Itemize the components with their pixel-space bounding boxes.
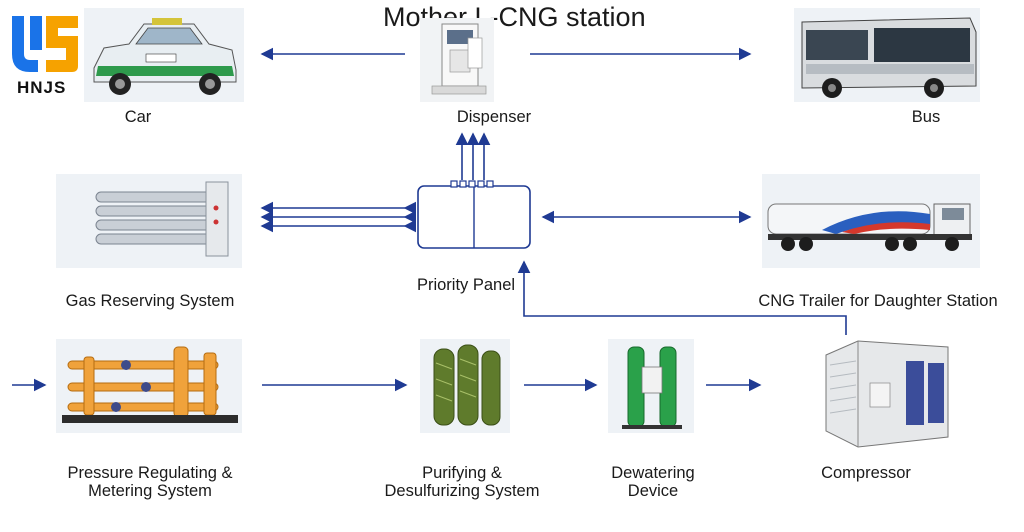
label-dewatering: Dewatering Device (593, 464, 713, 500)
label-pressure-line1: Pressure Regulating & (67, 464, 233, 482)
label-dewatering-line1: Dewatering (611, 464, 695, 482)
trailer-image (762, 174, 980, 268)
bus-image (794, 8, 980, 102)
pressure-skid-image (56, 339, 242, 433)
hnjs-logo (6, 10, 86, 100)
label-dewatering-line2: Device (627, 482, 679, 500)
label-compressor: Compressor (821, 464, 911, 482)
logo-text: HNJS (17, 78, 67, 97)
car-image (84, 8, 244, 102)
purifier-image (420, 339, 510, 433)
priority-panel-box (417, 180, 531, 249)
label-gas-reserving: Gas Reserving System (65, 292, 235, 310)
dewatering-image (608, 339, 694, 433)
label-bus: Bus (911, 108, 941, 126)
gas-tubes-image (56, 174, 242, 268)
label-pressure-regulating: Pressure Regulating & Metering System (40, 464, 260, 500)
label-purifying: Purifying & Desulfurizing System (364, 464, 560, 500)
label-purifying-line1: Purifying & (422, 464, 502, 482)
label-dispenser: Dispenser (456, 108, 532, 126)
label-priority-panel: Priority Panel (416, 276, 516, 294)
label-pressure-line2: Metering System (88, 482, 212, 500)
label-cng-trailer: CNG Trailer for Daughter Station (758, 292, 998, 310)
compressor-image (818, 337, 952, 451)
label-purifying-line2: Desulfurizing System (384, 482, 540, 500)
dispenser-image (420, 18, 494, 102)
logo-mark-icon (12, 16, 78, 72)
label-car: Car (124, 108, 152, 126)
